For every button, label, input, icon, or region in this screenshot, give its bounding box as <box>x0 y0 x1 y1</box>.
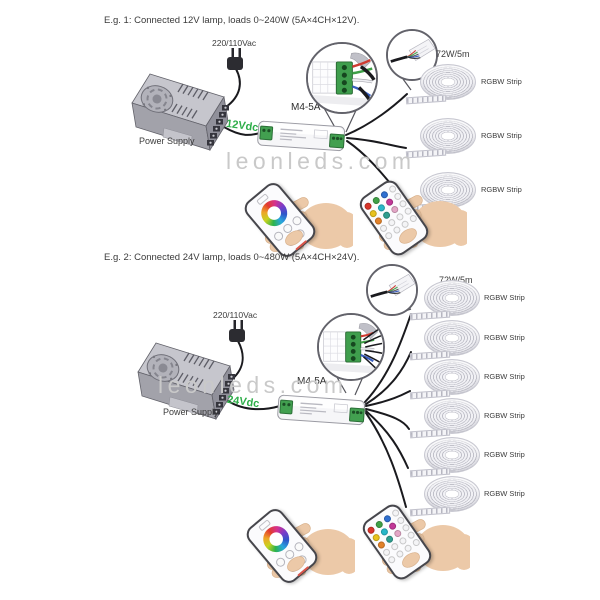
led-strip-reel <box>409 359 480 400</box>
ac-voltage-label: 220/110Vac <box>212 38 257 48</box>
led-strip-reel <box>409 437 480 478</box>
strip-label: RGBW Strip <box>484 333 525 342</box>
strip-connector-magnifier <box>366 264 418 316</box>
strip-label: RGBW Strip <box>484 489 525 498</box>
strip-label: RGBW Strip <box>481 131 522 140</box>
strip-label: RGBW Strip <box>484 450 525 459</box>
output-terminals <box>207 105 229 146</box>
power-cables <box>223 68 412 508</box>
thumb-icon <box>287 556 305 572</box>
power-supply <box>112 68 238 160</box>
ac-plug-icon <box>227 48 243 70</box>
watermark: leonleds.com <box>158 372 348 398</box>
led-strip-reel <box>409 476 480 517</box>
strip-label: RGBW Strip <box>481 77 522 86</box>
strip-coil <box>424 476 480 512</box>
terminal-magnifier <box>306 42 378 114</box>
input-terminal <box>259 125 274 141</box>
touch-remote-in-hand <box>242 505 355 587</box>
button-remote-in-hand <box>358 500 470 584</box>
led-strip-reel <box>409 320 480 361</box>
example1-heading: E.g. 1: Connected 12V lamp, loads 0~240W… <box>104 15 360 26</box>
thumb-icon <box>402 552 420 568</box>
led-controller <box>252 110 352 160</box>
touch-remote-in-hand <box>240 179 353 261</box>
watermark: leonleds.com <box>226 148 416 174</box>
psu-sticker <box>168 396 199 415</box>
led-controller <box>272 384 372 434</box>
led-strip-reel <box>405 118 476 159</box>
strip-label: RGBW Strip <box>484 372 525 381</box>
strip-coil <box>424 280 480 316</box>
ac-voltage-label: 220/110Vac <box>213 310 258 320</box>
power-supply <box>118 337 244 429</box>
vent-slots <box>171 83 209 119</box>
input-terminal <box>279 399 294 415</box>
psu-label: Power Supply <box>139 136 195 146</box>
strip-label: RGBW Strip <box>484 293 525 302</box>
psu-label: Power Supply <box>163 407 219 417</box>
strip-coil <box>420 172 476 208</box>
led-strip-reel <box>409 398 480 439</box>
strip-power-label: 72W/5m <box>436 49 470 59</box>
output-terminal <box>349 407 365 423</box>
strip-label: RGBW Strip <box>481 185 522 194</box>
vent-slots <box>177 352 215 388</box>
strip-coil <box>420 64 476 100</box>
strip-coil <box>420 118 476 154</box>
fan-icon <box>140 85 174 113</box>
example2-heading: E.g. 2: Connected 24V lamp, loads 0~480W… <box>104 252 360 263</box>
strip-label: RGBW Strip <box>484 411 525 420</box>
thumb-icon <box>399 228 417 244</box>
output-terminal <box>329 133 345 149</box>
strip-coil <box>424 398 480 434</box>
led-strip-reel <box>405 172 476 213</box>
psu-sticker <box>162 127 193 146</box>
led-strip-reel <box>409 280 480 321</box>
controller-model-label: M4-5A <box>297 376 327 387</box>
strip-coil <box>424 359 480 395</box>
output-terminals <box>213 374 235 415</box>
button-remote-in-hand <box>355 176 467 260</box>
strip-coil <box>424 437 480 473</box>
ac-plug-icon <box>229 320 245 342</box>
thumb-icon <box>285 230 303 246</box>
terminal-magnifier <box>317 313 385 381</box>
controller-model-label: M4-5A <box>291 102 321 113</box>
strip-coil <box>424 320 480 356</box>
fan-icon <box>146 354 180 382</box>
led-strip-reel <box>405 64 476 105</box>
